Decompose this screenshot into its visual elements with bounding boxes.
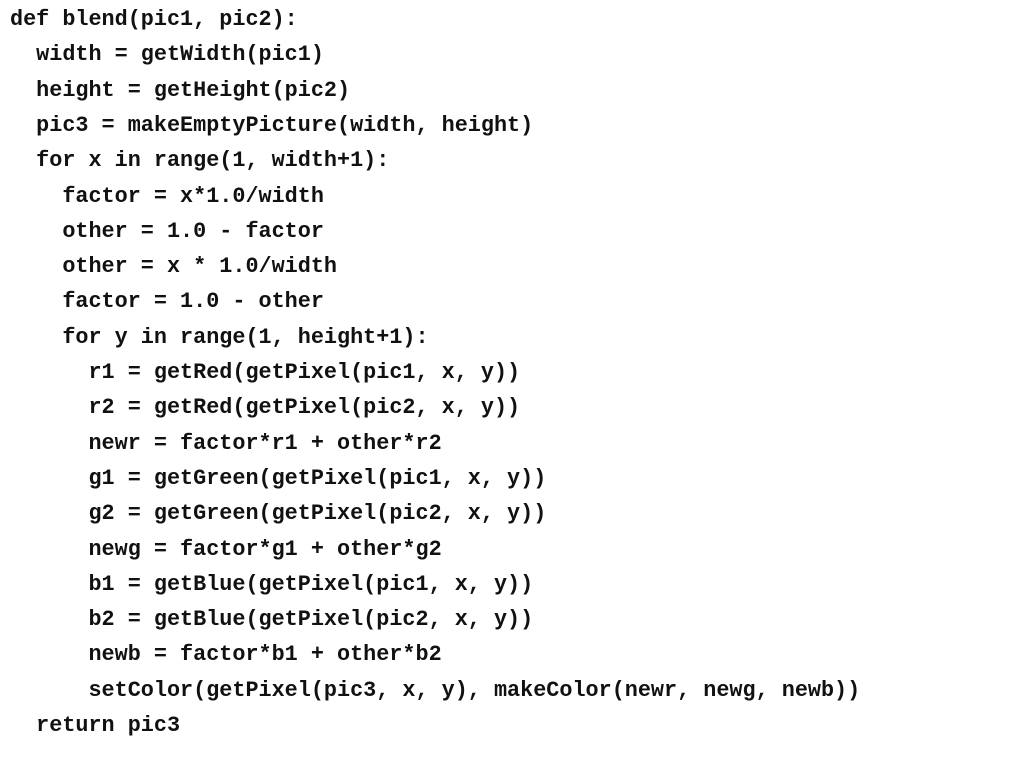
code-line: b2 = getBlue(getPixel(pic2, x, y)) xyxy=(10,607,534,633)
code-line: def blend(pic1, pic2): xyxy=(10,7,298,32)
code-listing: def blend(pic1, pic2): width = getWidth(… xyxy=(10,2,1020,762)
code-line: return pic3 xyxy=(10,713,181,738)
code-line: newg = factor*g1 + other*g2 xyxy=(10,536,442,562)
code-line: pic3 = makeEmptyPicture(width, height) xyxy=(10,112,534,138)
code-line: setColor(getPixel(pic3, x, y), makeColor… xyxy=(10,677,861,703)
code-line: r2 = getRed(getPixel(pic2, x, y)) xyxy=(10,395,521,421)
code-line: newb = factor*b1 + other*b2 xyxy=(10,642,442,668)
code-line: width = getWidth(pic1) xyxy=(10,42,324,68)
code-line: b1 = getBlue(getPixel(pic1, x, y)) xyxy=(10,571,534,597)
code-line: height = getHeight(pic2) xyxy=(10,77,351,103)
code-line: for x in range(1, width+1): xyxy=(10,148,390,174)
code-line: other = x * 1.0/width xyxy=(10,254,338,280)
code-line: factor = x*1.0/width xyxy=(10,183,324,209)
code-line: g2 = getGreen(getPixel(pic2, x, y)) xyxy=(10,501,547,527)
code-line: g1 = getGreen(getPixel(pic1, x, y)) xyxy=(10,465,547,491)
code-line: r1 = getRed(getPixel(pic1, x, y)) xyxy=(10,360,521,385)
code-line: factor = 1.0 - other xyxy=(10,289,324,315)
code-line: for y in range(1, height+1): xyxy=(10,324,429,350)
code-line: other = 1.0 - factor xyxy=(10,218,324,244)
code-line: newr = factor*r1 + other*r2 xyxy=(10,430,442,456)
